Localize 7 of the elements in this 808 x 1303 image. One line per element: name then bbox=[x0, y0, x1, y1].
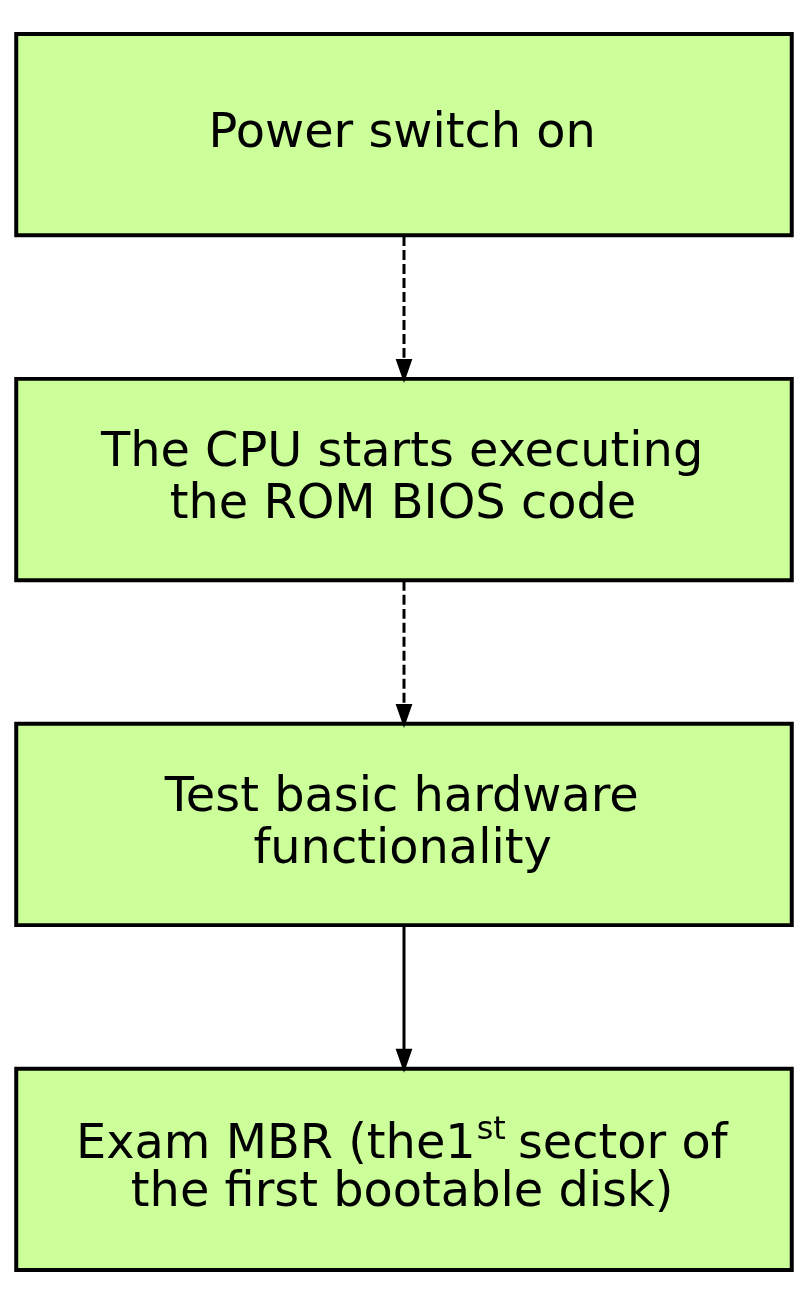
node-box: Exam MBR (the1$^{st}$ sector of the first bootable disk) bbox=[14, 1066, 794, 1272]
arrow bbox=[395, 235, 413, 383]
arrow bbox=[395, 580, 413, 728]
arrow bbox=[395, 925, 413, 1073]
node-box: Test basic hardware functionality bbox=[14, 721, 794, 927]
node-box: Power switch on bbox=[14, 31, 794, 237]
node-box: The CPU starts executing the ROM BIOS code bbox=[14, 376, 794, 582]
